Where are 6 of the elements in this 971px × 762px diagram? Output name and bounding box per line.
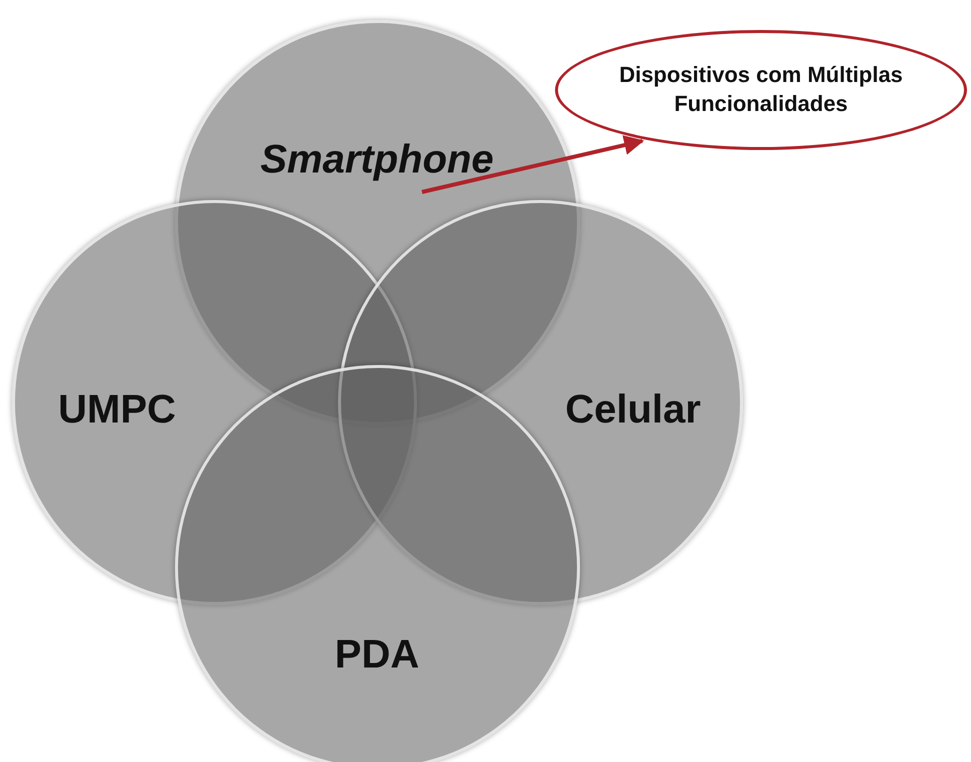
circle-label: PDA (334, 632, 420, 678)
circle-label: UMPC (58, 388, 176, 432)
circle-label: Celular (565, 388, 701, 432)
callout-text: Dispositivos com Múltiplas Funcionalidades (618, 61, 904, 118)
circle-label: Smartphone (260, 138, 494, 182)
arrow (422, 135, 644, 194)
